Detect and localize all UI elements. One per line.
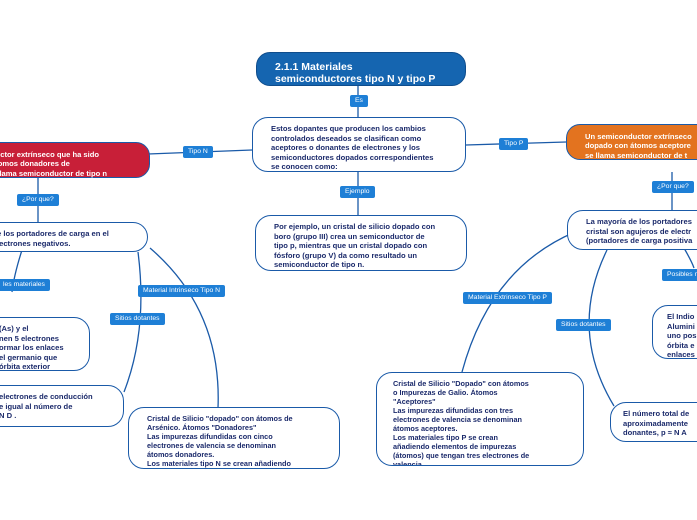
label-por-que-left[interactable]: ¿Por que? bbox=[17, 194, 59, 206]
tipo-p-sites-node[interactable]: El número total de aproximadamente donan… bbox=[610, 402, 697, 442]
tipo-p-node[interactable]: Un semiconductor extrínseco dopado con á… bbox=[566, 124, 697, 160]
link-p-reason-materials bbox=[683, 247, 695, 269]
label-tipo-p[interactable]: Tipo P bbox=[499, 138, 529, 150]
link-p-reason-crystal bbox=[461, 231, 576, 373]
example-node[interactable]: Por ejemplo, un cristal de silicio dopad… bbox=[255, 215, 467, 271]
definition-node[interactable]: Estos dopantes que producen los cambios … bbox=[252, 117, 466, 172]
link-n-reason-sites bbox=[123, 251, 142, 393]
label-posibles-materiales-left[interactable]: les materiales bbox=[0, 279, 50, 291]
label-material-intrinseco[interactable]: Material Intrinseco Tipo N bbox=[138, 285, 226, 297]
label-material-extrinseco[interactable]: Material Extrinseco Tipo P bbox=[463, 292, 552, 304]
label-por-que-right[interactable]: ¿Por que? bbox=[652, 181, 694, 193]
label-sitios-dotantes-right[interactable]: Sitios dotantes bbox=[556, 319, 611, 331]
label-tipo-n[interactable]: Tipo N bbox=[183, 146, 213, 158]
tipo-n-crystal-node[interactable]: Cristal de Silicio "dopado" con átomos d… bbox=[128, 407, 340, 469]
tipo-p-reason-node[interactable]: La mayoría de los portadores cristal son… bbox=[567, 210, 697, 250]
tipo-p-crystal-node[interactable]: Cristal de Silicio "Dopado" con átomos o… bbox=[376, 372, 584, 466]
tipo-n-sites-node[interactable]: electrones de conducción e igual al núme… bbox=[0, 385, 124, 427]
link-n-reason-crystal bbox=[149, 247, 219, 409]
tipo-p-materials-node[interactable]: El Indio Alumini uno pos órbita e enlace… bbox=[652, 305, 697, 359]
tipo-n-reason-node[interactable]: e los portadores de carga en el lectrone… bbox=[0, 222, 148, 252]
label-ejemplo[interactable]: Ejemplo bbox=[340, 186, 375, 198]
tipo-n-node[interactable]: ductor extrínseco que ha sido átomos don… bbox=[0, 142, 150, 178]
label-es[interactable]: Es bbox=[350, 95, 368, 107]
label-posibles-materiales-right[interactable]: Posibles m bbox=[662, 269, 697, 281]
label-sitios-dotantes-left[interactable]: Sitios dotantes bbox=[110, 313, 165, 325]
tipo-n-materials-node[interactable]: (As) y el nen 5 electrones ormar los enl… bbox=[0, 317, 90, 371]
root-topic[interactable]: 2.1.1 Materiales semiconductores tipo N … bbox=[256, 52, 466, 86]
